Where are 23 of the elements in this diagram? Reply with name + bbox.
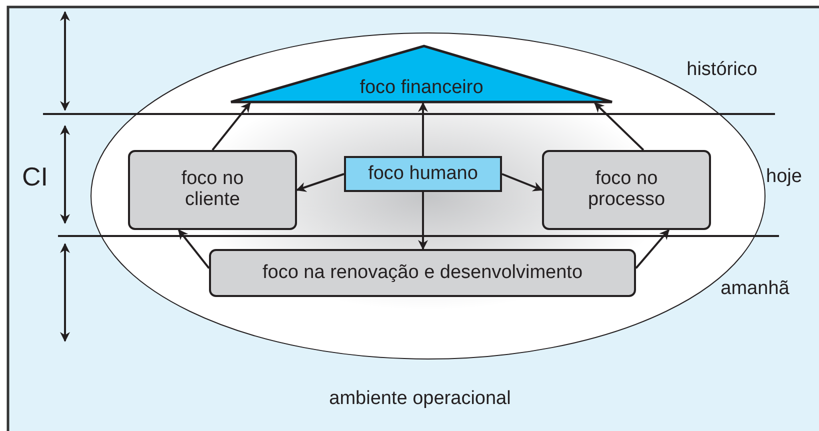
node-label: foco humano bbox=[368, 164, 478, 184]
process-box bbox=[542, 150, 711, 230]
arrow bbox=[178, 229, 210, 269]
process-box bbox=[344, 156, 502, 192]
zone-label: histórico bbox=[686, 59, 758, 81]
triangle-shape bbox=[231, 45, 612, 103]
node-label: foco na renovação e desenvolvimento bbox=[262, 262, 583, 284]
zone-label: amanhã bbox=[720, 278, 790, 300]
arrow bbox=[635, 229, 670, 269]
zone-label: ambiente operacional bbox=[329, 388, 511, 410]
arrow bbox=[212, 102, 251, 151]
arrow bbox=[296, 173, 344, 192]
arrow bbox=[502, 173, 543, 192]
process-box bbox=[209, 249, 636, 297]
node-label: foco financeiro bbox=[360, 78, 484, 99]
arrow bbox=[594, 102, 644, 151]
node-label: foco no processo bbox=[586, 169, 666, 211]
zone-label: CI bbox=[22, 162, 48, 192]
arrow bbox=[418, 192, 428, 250]
zone-label: hoje bbox=[766, 166, 802, 188]
process-box bbox=[128, 150, 297, 230]
arrow bbox=[418, 102, 428, 156]
node-label: foco no cliente bbox=[180, 169, 245, 211]
